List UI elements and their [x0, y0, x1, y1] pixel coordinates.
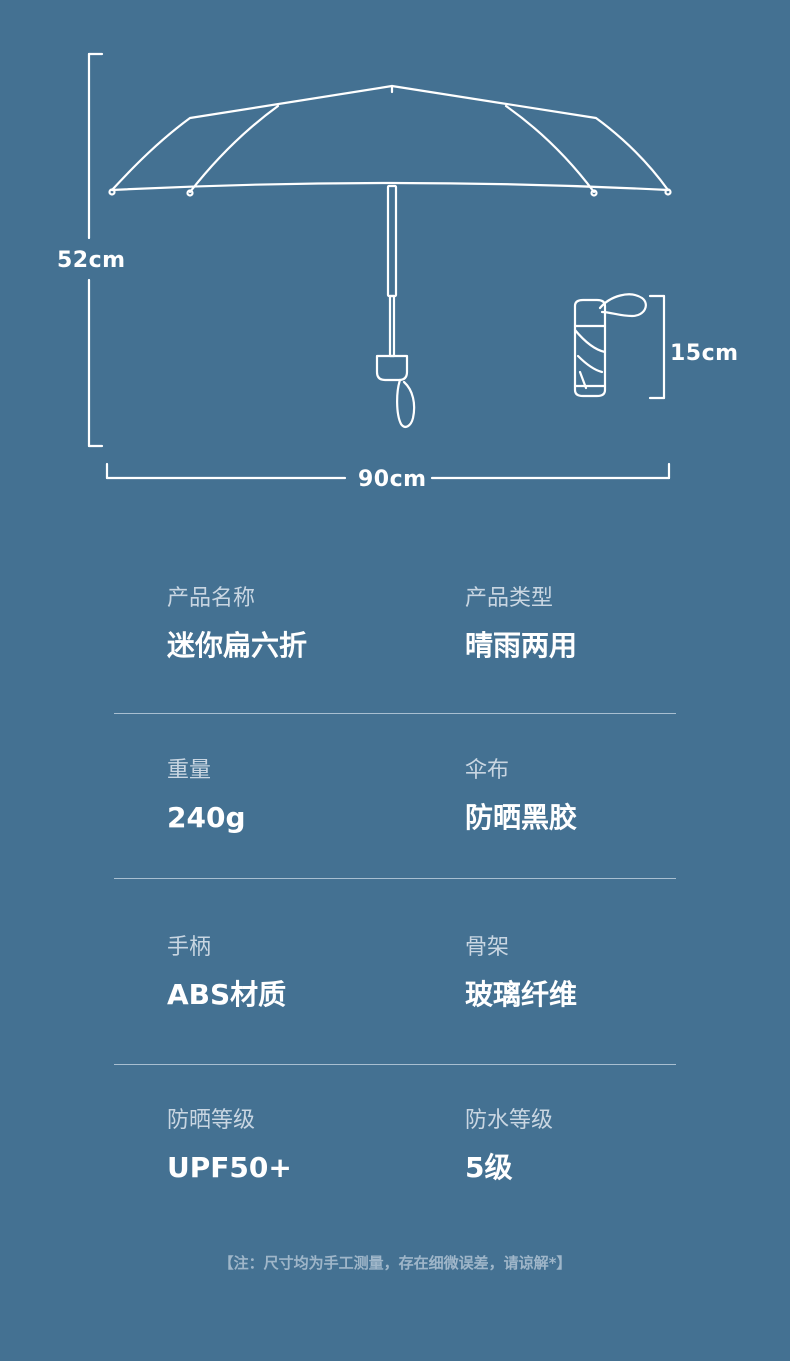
- spec-label: 伞布: [465, 758, 510, 783]
- spec-label: 产品类型: [465, 586, 554, 611]
- spec-value: 5级: [465, 1151, 513, 1184]
- divider: [114, 1064, 676, 1065]
- open-umbrella-icon: [108, 84, 672, 428]
- divider: [114, 878, 676, 879]
- measurement-footnote: 【注：尺寸均为手工测量，存在细微误差，请谅解*】: [218, 1254, 572, 1272]
- height-dimension-label: 52cm: [57, 248, 126, 273]
- spec-value: 240g: [167, 801, 246, 834]
- spec-frame: 骨架 玻璃纤维: [465, 937, 577, 1009]
- spec-value: UPF50+: [167, 1151, 292, 1184]
- spec-value: 迷你扁六折: [167, 629, 308, 662]
- width-dimension-line: [105, 462, 671, 480]
- spec-value: 防晒黑胶: [465, 801, 578, 834]
- width-dimension-label: 90cm: [358, 467, 427, 492]
- folded-umbrella-icon: [573, 293, 647, 398]
- spec-label: 防水等级: [465, 1108, 554, 1133]
- spec-canopy-fabric: 伞布 防晒黑胶: [465, 760, 577, 832]
- spec-label: 骨架: [465, 935, 510, 960]
- height-dimension-line: [87, 52, 104, 448]
- umbrella-diagram: [87, 52, 672, 480]
- spec-handle: 手柄 ABS材质: [167, 937, 286, 1009]
- spec-product-type: 产品类型 晴雨两用: [465, 588, 577, 660]
- spec-label: 产品名称: [167, 586, 256, 611]
- folded-dimension-line: [648, 294, 666, 400]
- spec-label: 重量: [167, 758, 212, 783]
- spec-value: 玻璃纤维: [465, 978, 578, 1011]
- spec-product-name: 产品名称 迷你扁六折: [167, 588, 307, 660]
- spec-label: 防晒等级: [167, 1108, 256, 1133]
- divider: [114, 713, 676, 714]
- spec-weight: 重量 240g: [167, 760, 246, 832]
- spec-label: 手柄: [167, 935, 212, 960]
- spec-waterproof-rating: 防水等级 5级: [465, 1110, 553, 1182]
- spec-value: ABS材质: [167, 978, 287, 1011]
- folded-dimension-label: 15cm: [670, 341, 739, 366]
- spec-value: 晴雨两用: [465, 629, 578, 662]
- spec-uv-rating: 防晒等级 UPF50+: [167, 1110, 292, 1182]
